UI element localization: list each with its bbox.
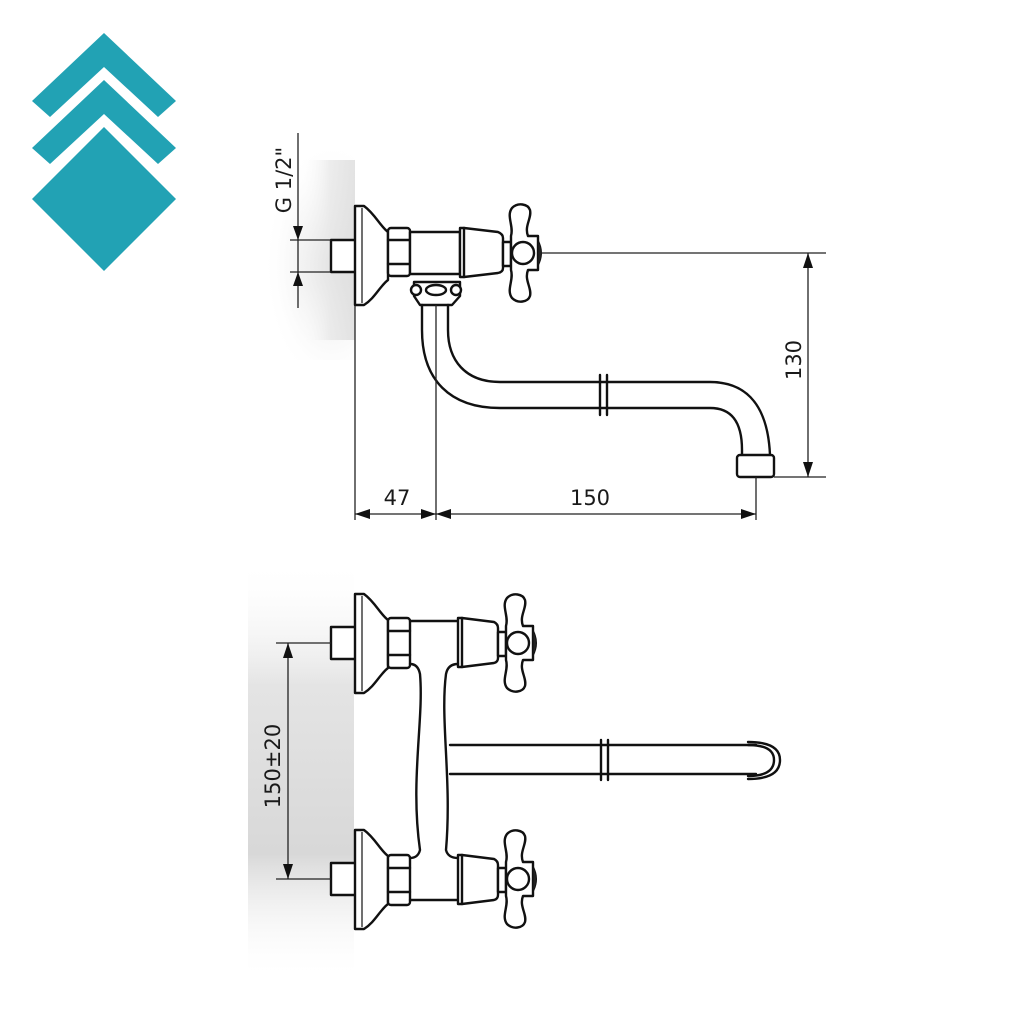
top-view: 150±20 [248, 560, 782, 980]
spout-tip [746, 743, 776, 778]
hex-nut [386, 226, 412, 278]
thread-dimension-label: G 1/2" [272, 147, 296, 213]
logo-chevron-top [32, 33, 176, 117]
brand-logo [32, 33, 176, 271]
aerator [735, 453, 776, 479]
valve-bonnet [458, 226, 505, 279]
height-dimension-label: 130 [782, 340, 806, 380]
spout-outline [420, 303, 744, 457]
wall-flange [353, 204, 390, 307]
side-view: 130 47 150 G 1/2" [240, 133, 826, 520]
valve-body [408, 230, 462, 276]
inlet-spacing-dimension-label: 150±20 [261, 724, 285, 808]
lower-inlet-assembly [329, 828, 537, 931]
handle-cap [510, 240, 536, 266]
logo-diamond [32, 127, 176, 271]
inlet-pipe [329, 238, 359, 274]
spout-reach-dimension-label: 150 [570, 486, 610, 510]
logo-chevron-middle [32, 80, 176, 164]
wall-offset-dimension-label: 47 [384, 486, 411, 510]
upper-inlet-assembly [329, 592, 537, 695]
mixer-body [408, 662, 422, 860]
